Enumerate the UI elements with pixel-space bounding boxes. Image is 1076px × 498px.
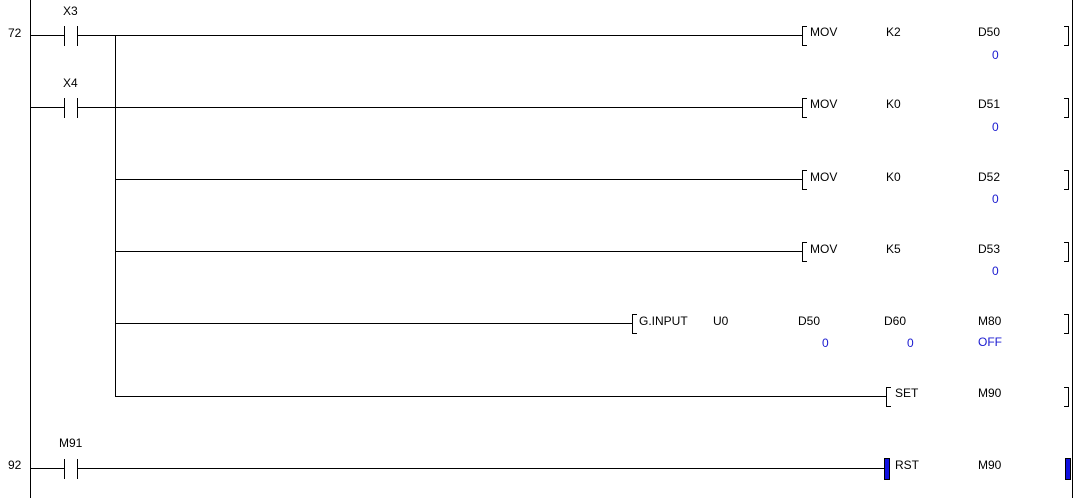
- operand: U0: [713, 314, 729, 328]
- contact-label: X4: [63, 76, 78, 90]
- monitor-value: 0: [992, 264, 999, 278]
- operand: D60: [884, 314, 907, 328]
- left-power-rail: [30, 0, 31, 498]
- contact-label: X3: [63, 4, 78, 18]
- monitor-value: 0: [992, 192, 999, 206]
- instruction-op: MOV: [810, 170, 838, 184]
- wire: [115, 179, 802, 180]
- operand: M90: [978, 458, 1002, 472]
- wire: [115, 323, 632, 324]
- instruction-op: MOV: [810, 97, 838, 111]
- wire: [115, 396, 886, 397]
- operand: D53: [978, 242, 1001, 256]
- instruction-op: SET: [895, 386, 919, 400]
- operand: M90: [978, 386, 1002, 400]
- operand: D50: [978, 25, 1001, 39]
- operand: D52: [978, 170, 1001, 184]
- operand: K0: [886, 170, 901, 184]
- selection-cursor: [884, 458, 890, 480]
- operand: K5: [886, 242, 901, 256]
- selection-cursor: [1065, 458, 1071, 480]
- right-power-rail: [1072, 0, 1073, 498]
- step-number: 92: [8, 458, 22, 472]
- wire: [30, 35, 802, 36]
- operand: D50: [798, 314, 821, 328]
- wire: [30, 468, 886, 469]
- wire: [115, 251, 802, 252]
- instruction-op: G.INPUT: [639, 314, 688, 328]
- instruction-op: RST: [895, 458, 919, 472]
- wire: [30, 107, 802, 108]
- step-number: 72: [8, 26, 22, 40]
- monitor-value: 0: [907, 336, 914, 350]
- monitor-value: 0: [992, 48, 999, 62]
- operand: D51: [978, 97, 1001, 111]
- monitor-value: 0: [822, 336, 829, 350]
- contact-m91[interactable]: [64, 459, 78, 479]
- contact-label: M91: [59, 436, 83, 450]
- contact-x4[interactable]: [64, 98, 78, 118]
- instruction-op: MOV: [810, 25, 838, 39]
- monitor-value: OFF: [978, 335, 1002, 349]
- operand: M80: [978, 314, 1002, 328]
- operand: K2: [886, 25, 901, 39]
- contact-x3[interactable]: [64, 26, 78, 46]
- branch-line: [115, 35, 116, 397]
- monitor-value: 0: [992, 120, 999, 134]
- instruction-op: MOV: [810, 242, 838, 256]
- operand: K0: [886, 97, 901, 111]
